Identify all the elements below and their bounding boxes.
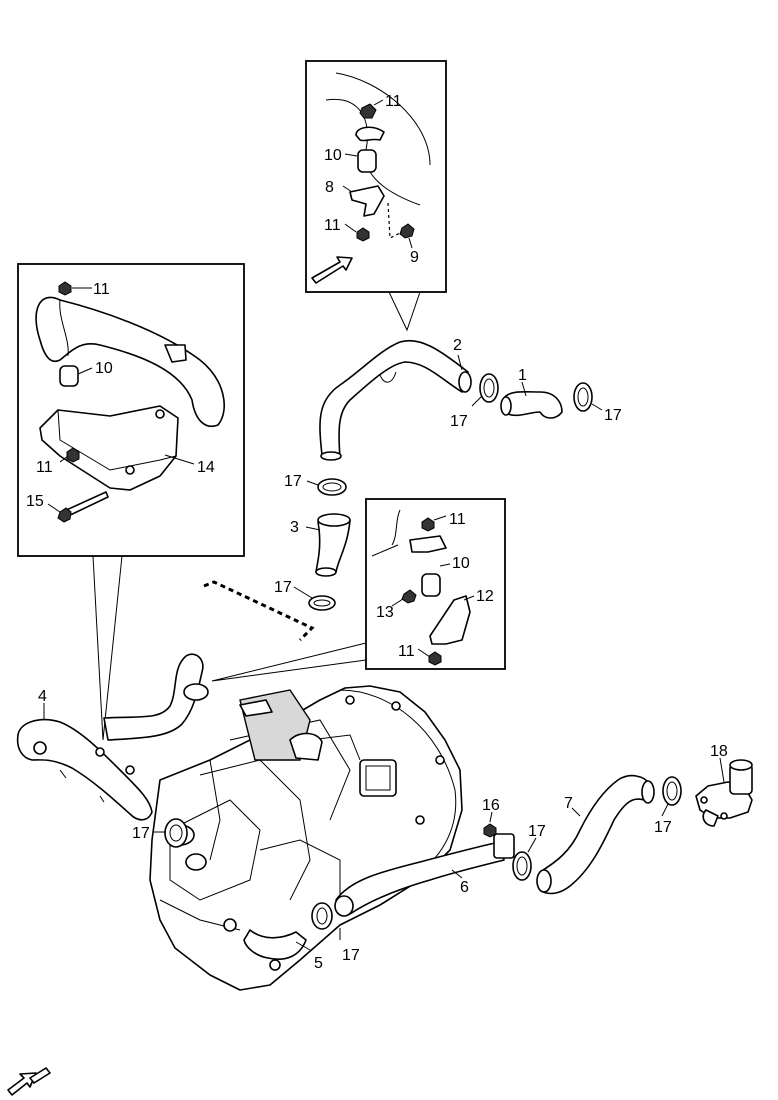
engine-housing <box>149 685 463 991</box>
callout-10: 10 <box>95 360 113 377</box>
callout-11: 11 <box>36 459 53 476</box>
callout-17: 17 <box>132 825 150 842</box>
callout-12: 12 <box>476 588 494 605</box>
callout-17: 17 <box>274 579 292 596</box>
callout-8: 8 <box>325 179 334 196</box>
direction-arrow-icon <box>7 1067 51 1096</box>
callout-7: 7 <box>564 795 573 812</box>
callout-10: 10 <box>324 147 342 164</box>
bolt-16 <box>483 823 497 838</box>
callout-13: 13 <box>376 604 394 621</box>
callout-18: 18 <box>710 743 728 760</box>
callout-15: 15 <box>26 493 44 510</box>
callout-11: 11 <box>385 93 402 110</box>
callout-11: 11 <box>398 643 415 660</box>
callout-14: 14 <box>197 459 215 476</box>
main-leaders <box>43 354 725 951</box>
callout-6: 6 <box>460 879 469 896</box>
callout-11: 11 <box>449 511 466 528</box>
callout-3: 3 <box>290 519 299 536</box>
callout-11: 11 <box>93 281 110 298</box>
clamp-17-hose3-top <box>317 478 347 496</box>
callout-17: 17 <box>528 823 546 840</box>
pipe-4-riser <box>103 653 209 741</box>
hose-3 <box>315 513 351 577</box>
hose-1 <box>500 390 563 419</box>
detail-box-top: 11 10 8 11 9 <box>305 60 447 332</box>
detail-box-left: 11 10 11 14 15 <box>17 263 245 741</box>
clamp-17-left <box>164 818 188 848</box>
callout-17: 17 <box>654 819 672 836</box>
hose-7 <box>536 774 655 895</box>
callout-11: 11 <box>324 217 341 234</box>
clamp-17-top-right <box>573 382 593 412</box>
pipe-4 <box>16 718 153 821</box>
callout-17: 17 <box>450 413 468 430</box>
callout-2: 2 <box>453 337 462 354</box>
clamp-17-top-left <box>479 373 499 403</box>
callout-4: 4 <box>38 688 47 705</box>
detail-box-right: 11 10 12 13 11 <box>211 498 506 682</box>
pipe-5 <box>243 929 307 960</box>
callout-17: 17 <box>604 407 622 424</box>
callout-17: 17 <box>284 473 302 490</box>
clamp-17-mid <box>512 851 532 881</box>
pipe-6 <box>334 833 515 917</box>
routing-line <box>203 580 315 642</box>
callout-16: 16 <box>482 797 500 814</box>
main-callouts: 2 1 17 17 17 3 17 4 17 5 17 6 16 17 7 17… <box>38 337 728 972</box>
callout-9: 9 <box>410 249 419 266</box>
hose-2 <box>319 339 472 461</box>
callout-5: 5 <box>314 955 323 972</box>
callout-17: 17 <box>342 947 360 964</box>
clamp-17-pipe6-left <box>311 902 333 930</box>
callout-10: 10 <box>452 555 470 572</box>
clamp-17-right <box>662 776 682 806</box>
thermostat-housing-18 <box>695 759 753 827</box>
clamp-17-hose3-bottom <box>308 595 336 611</box>
callout-1: 1 <box>518 367 527 384</box>
